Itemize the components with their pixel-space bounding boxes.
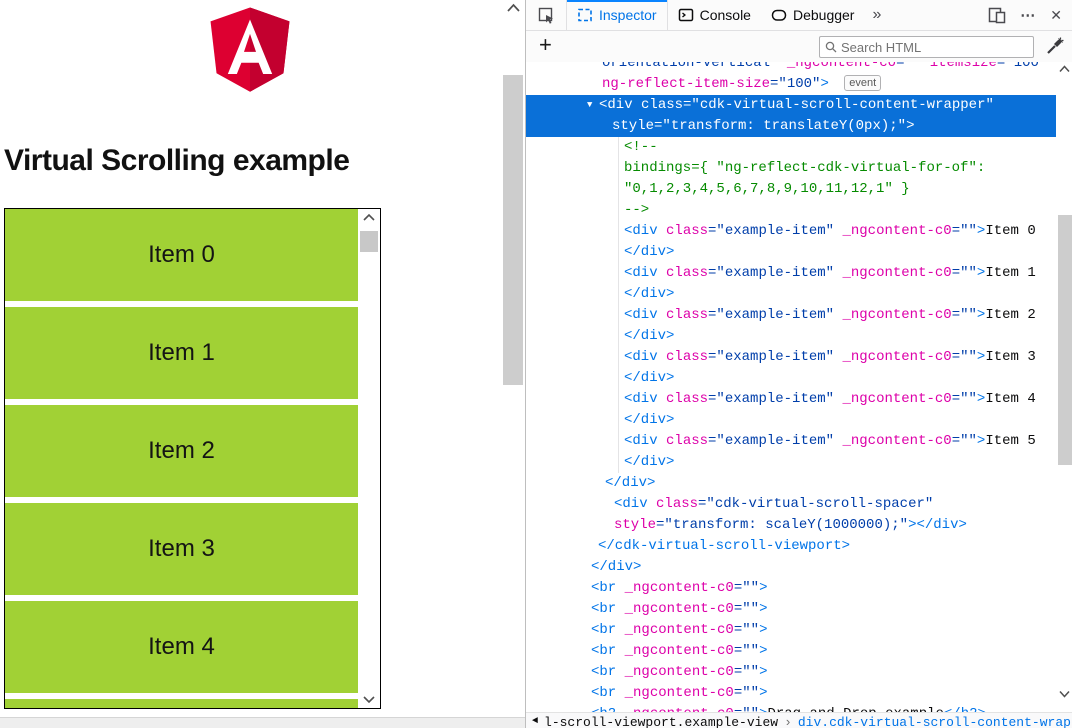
menu-button[interactable]: ⋯ <box>1020 6 1036 24</box>
markup-line[interactable]: </div> <box>591 559 642 575</box>
scroll-up-icon[interactable] <box>502 3 525 13</box>
tab-label: Console <box>699 7 751 23</box>
list-item: Item 3 <box>5 503 358 595</box>
markup-line[interactable]: </cdk-virtual-scroll-viewport> <box>598 538 851 554</box>
pick-element-button[interactable] <box>526 0 567 30</box>
inspector-icon <box>577 7 593 23</box>
breadcrumb: ◄ l-scroll-viewport.example-view › div.c… <box>526 712 1072 728</box>
markup-scrollbar-thumb[interactable] <box>1058 215 1072 465</box>
close-button[interactable]: ✕ <box>1050 7 1062 24</box>
breadcrumb-scroll-left-icon[interactable]: ◄ <box>532 716 539 727</box>
markup-line[interactable]: <br _ngcontent-c0=""> <box>591 685 768 701</box>
search-placeholder: Search HTML <box>841 39 922 55</box>
more-tabs-button[interactable]: » <box>864 0 887 30</box>
list-item: Item 2 <box>5 405 358 497</box>
console-icon <box>678 7 694 23</box>
markup-line[interactable]: <div class="cdk-virtual-scroll-spacer" <box>614 496 934 512</box>
markup-line[interactable]: <!-- <box>624 139 658 155</box>
markup-line[interactable]: bindings={ "ng-reflect-cdk-virtual-for-o… <box>624 160 986 176</box>
markup-line[interactable]: <br _ngcontent-c0=""> <box>591 622 768 638</box>
breadcrumb-item-current[interactable]: div.cdk-virtual-scroll-content-wrapper <box>797 715 1072 728</box>
scroll-down-icon[interactable] <box>358 695 380 704</box>
menu-icon: ⋯ <box>1020 7 1037 24</box>
bottom-strip <box>0 717 525 728</box>
markup-line[interactable]: <div class="example-item" _ngcontent-c0=… <box>624 433 1036 449</box>
add-node-button[interactable]: + <box>539 32 552 58</box>
breadcrumb-separator-icon: › <box>784 715 792 728</box>
debugger-icon <box>771 7 787 23</box>
expand-arrow-icon[interactable]: ▼ <box>587 100 593 110</box>
markup-line[interactable]: style="transform: translateY(0px);"> <box>526 116 1056 137</box>
page-title: Virtual Scrolling example <box>4 144 350 177</box>
eyedropper-button[interactable] <box>1045 36 1065 61</box>
markup-line[interactable]: <br _ngcontent-c0=""> <box>591 601 768 617</box>
markup-line[interactable]: orientation-vertical" _ngcontent-c0="" i… <box>602 62 1048 71</box>
search-input[interactable]: Search HTML <box>819 36 1034 58</box>
search-icon <box>825 41 837 53</box>
add-node-icon: + <box>539 32 552 57</box>
markup-line[interactable]: ▼<div class="cdk-virtual-scroll-content-… <box>526 95 1056 116</box>
devtools-panel: Inspector Console Debugger » ⋯ ✕ + <box>525 0 1072 728</box>
tab-console[interactable]: Console <box>668 0 761 30</box>
markup-line[interactable]: </div> <box>624 286 675 302</box>
tab-label: Debugger <box>792 7 855 23</box>
list-item: Item 1 <box>5 307 358 399</box>
tab-debugger[interactable]: Debugger <box>761 0 865 30</box>
markup-line[interactable]: </div> <box>624 454 675 470</box>
tab-label: Inspector <box>599 7 657 23</box>
responsive-design-icon <box>989 7 1006 23</box>
markup-line[interactable]: ng-reflect-item-size="100"> event <box>526 74 1072 95</box>
markup-line[interactable]: <div class="example-item" _ngcontent-c0=… <box>624 307 1036 323</box>
markup-line[interactable]: </div> <box>624 370 675 386</box>
tabbar-actions: ⋯ ✕ <box>988 0 1072 30</box>
markup-line[interactable]: style="transform: scaleY(1000000);"></di… <box>614 517 967 533</box>
markup-tree: orientation-vertical" _ngcontent-c0="" i… <box>526 62 1072 712</box>
devtools-tabbar: Inspector Console Debugger » ⋯ ✕ <box>526 0 1072 31</box>
markup-line[interactable]: </div> <box>624 244 675 260</box>
markup-line[interactable]: <br _ngcontent-c0=""> <box>591 580 768 596</box>
angular-logo-icon <box>210 7 290 92</box>
page-scrollbar[interactable] <box>502 0 525 728</box>
eyedropper-icon <box>1047 37 1064 54</box>
list-scrollbar-thumb[interactable] <box>360 231 378 252</box>
scroll-down-icon[interactable] <box>1056 690 1072 698</box>
markup-line[interactable]: --> <box>624 202 650 218</box>
markup-line[interactable]: <h2 _ngcontent-c0="">Drag and Drop examp… <box>526 704 1072 712</box>
markup-line[interactable]: <br _ngcontent-c0=""> <box>591 664 768 680</box>
scroll-up-icon[interactable] <box>1056 65 1072 73</box>
markup-line[interactable]: </div> <box>605 475 656 491</box>
markup-line[interactable]: </div> <box>624 328 675 344</box>
responsive-design-button[interactable] <box>988 7 1006 24</box>
markup-toolbar: + Search HTML <box>526 31 1072 63</box>
list-scrollbar[interactable] <box>358 209 380 708</box>
page-scrollbar-thumb[interactable] <box>503 75 523 385</box>
tabs: Inspector Console Debugger <box>567 0 864 30</box>
list-item: Item 5 <box>5 699 358 708</box>
list-item: Item 0 <box>5 209 358 301</box>
markup-line[interactable]: </div> <box>624 412 675 428</box>
markup-line[interactable]: <div class="example-item" _ngcontent-c0=… <box>624 391 1036 407</box>
pick-element-icon <box>538 7 553 24</box>
more-tabs-icon: » <box>872 6 881 23</box>
markup-line[interactable]: <div class="example-item" _ngcontent-c0=… <box>624 223 1036 239</box>
tab-inspector[interactable]: Inspector <box>567 0 668 30</box>
markup-scrollbar[interactable] <box>1056 62 1072 712</box>
breadcrumb-item-parent[interactable]: l-scroll-viewport.example-view <box>544 715 779 728</box>
markup-line[interactable]: "0,1,2,3,4,5,6,7,8,9,10,11,12,1" } <box>624 181 910 197</box>
indent-guide <box>618 137 619 473</box>
scroll-up-icon[interactable] <box>358 213 380 222</box>
event-badge[interactable]: event <box>844 75 882 91</box>
markup-line[interactable]: <div class="example-item" _ngcontent-c0=… <box>624 265 1036 281</box>
close-icon: ✕ <box>1050 6 1062 23</box>
list-item: Item 4 <box>5 601 358 693</box>
markup-line[interactable]: <div class="example-item" _ngcontent-c0=… <box>624 349 1036 365</box>
markup-view: orientation-vertical" _ngcontent-c0="" i… <box>526 62 1072 712</box>
markup-line[interactable]: <br _ngcontent-c0=""> <box>591 643 768 659</box>
